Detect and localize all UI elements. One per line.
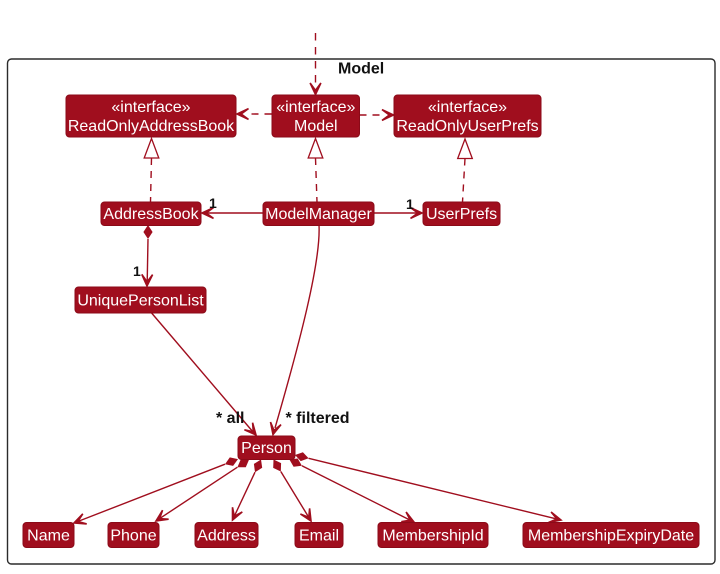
svg-text:1: 1	[209, 195, 217, 211]
svg-text:* filtered: * filtered	[286, 410, 350, 427]
svg-text:Address: Address	[197, 528, 256, 545]
svg-text:«interface»: «interface»	[428, 99, 507, 116]
svg-text:ModelManager: ModelManager	[265, 206, 372, 223]
svg-text:Name: Name	[27, 528, 70, 545]
svg-text:UserPrefs: UserPrefs	[426, 206, 497, 223]
svg-text:Model: Model	[338, 61, 384, 78]
svg-text:1: 1	[133, 263, 141, 279]
svg-text:«interface»: «interface»	[111, 99, 190, 116]
svg-text:* all: * all	[216, 410, 244, 427]
svg-text:MembershipId: MembershipId	[382, 528, 483, 545]
svg-text:Model: Model	[294, 118, 338, 135]
svg-text:AddressBook: AddressBook	[103, 206, 199, 223]
svg-text:Email: Email	[299, 528, 339, 545]
svg-text:Person: Person	[241, 440, 292, 457]
svg-text:ReadOnlyAddressBook: ReadOnlyAddressBook	[68, 118, 235, 135]
svg-text:Phone: Phone	[110, 528, 156, 545]
svg-text:MembershipExpiryDate: MembershipExpiryDate	[528, 528, 694, 545]
svg-text:UniquePersonList: UniquePersonList	[77, 293, 204, 310]
svg-text:1: 1	[406, 196, 414, 212]
svg-text:«interface»: «interface»	[276, 99, 355, 116]
svg-text:ReadOnlyUserPrefs: ReadOnlyUserPrefs	[396, 118, 538, 135]
